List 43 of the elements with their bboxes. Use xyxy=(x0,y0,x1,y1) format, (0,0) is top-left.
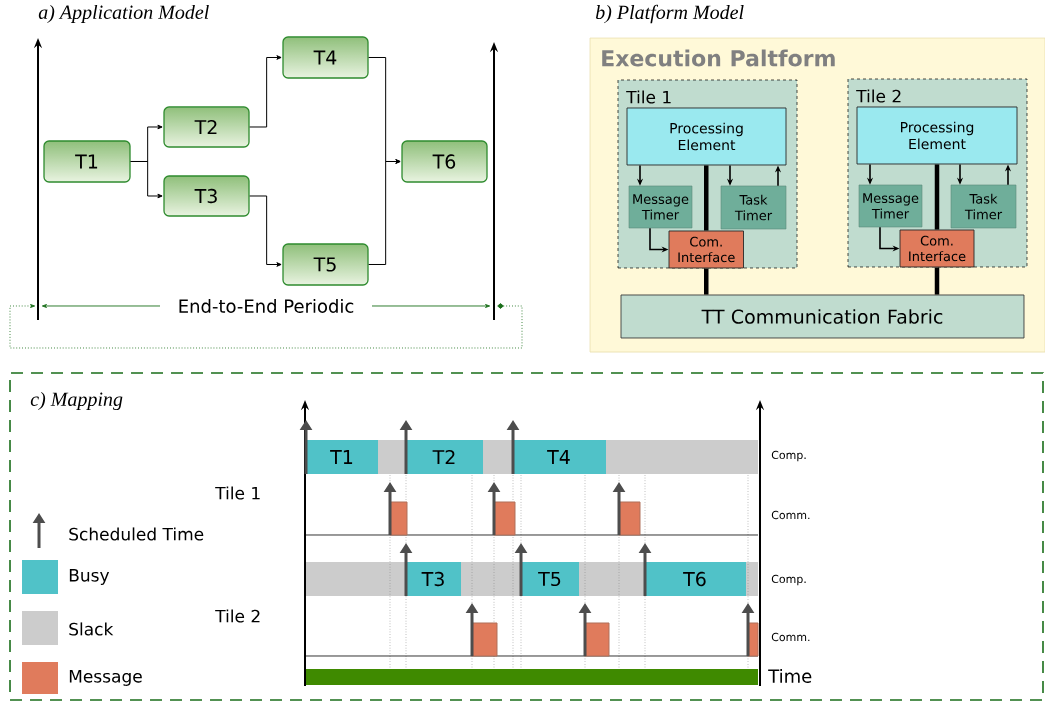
panel-title: a) Application Model xyxy=(38,4,209,24)
task-box: T2 xyxy=(163,106,250,148)
interface-box: Com. Interface xyxy=(668,230,744,269)
dimension-label: End-to-End Periodic xyxy=(173,299,359,313)
busy-block: T4 xyxy=(512,440,606,474)
row-label: Comp. xyxy=(771,450,806,462)
panel-title: b) Platform Model xyxy=(595,4,744,24)
timer-box: Task Timer xyxy=(720,185,787,230)
timer-box: Message Timer xyxy=(628,185,693,229)
row-label: Tile 1 xyxy=(215,486,260,500)
arrow xyxy=(249,195,282,267)
busy-block: T3 xyxy=(406,562,461,596)
connector-line xyxy=(704,268,709,295)
legend-label: Busy xyxy=(69,569,110,585)
task-box: T6 xyxy=(401,140,488,183)
row-label: Comm. xyxy=(771,632,810,642)
processing-box: Processing Element xyxy=(856,106,1018,165)
arrow xyxy=(130,161,163,199)
legend-label: Message xyxy=(69,670,142,686)
connector-line xyxy=(934,164,940,230)
arrow xyxy=(249,55,282,128)
row-label: Tile 2 xyxy=(215,609,260,623)
legend-label: Slack xyxy=(69,622,114,636)
connector-line xyxy=(934,267,940,295)
busy-block: T2 xyxy=(406,440,483,474)
arrow xyxy=(368,159,401,265)
timer-box: Task Timer xyxy=(950,184,1017,229)
connector-line xyxy=(704,165,709,231)
row-label: Comp. xyxy=(771,574,806,586)
fabric-box: TT Communication Fabric xyxy=(620,294,1025,339)
busy-block: T5 xyxy=(521,562,579,596)
task-box: T4 xyxy=(282,36,369,79)
task-box: T5 xyxy=(282,243,369,286)
processing-box: Processing Element xyxy=(626,107,787,166)
interface-box: Com. Interface xyxy=(899,229,975,268)
timer-box: Message Timer xyxy=(858,184,923,228)
busy-block: T6 xyxy=(644,562,746,596)
axis-label: Time xyxy=(768,669,812,683)
task-box: T3 xyxy=(163,175,250,217)
task-box: T1 xyxy=(43,140,131,183)
row-label: Comm. xyxy=(771,510,810,520)
legend-label: Scheduled Time xyxy=(69,527,204,541)
busy-block: T1 xyxy=(306,440,378,474)
